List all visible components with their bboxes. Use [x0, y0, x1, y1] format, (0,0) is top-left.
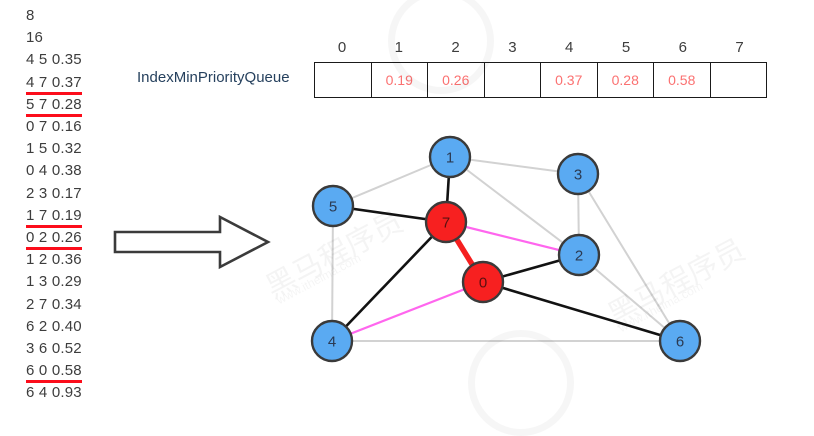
graph-edge-4-0 [330, 280, 485, 343]
edge-list-line-text: 4 5 0.35 [26, 51, 82, 69]
edge-list-line-text: 6 0 0.58 [26, 363, 82, 384]
graph-edge-5-4 [331, 205, 334, 342]
pq-index-1: 1 [394, 39, 403, 56]
edge-list-line-text: 8 [26, 7, 35, 24]
pq-cell-6[interactable]: 0.58 [653, 62, 711, 98]
pq-cell-0[interactable] [314, 62, 372, 98]
pq-index-4: 4 [565, 39, 574, 56]
edge-list-line: 1 7 0.19 [26, 208, 82, 228]
pq-label: IndexMinPriorityQueue [137, 69, 290, 86]
edge-list-line: 0 2 0.26 [26, 230, 82, 250]
edge-list-line: 4 7 0.37 [26, 75, 82, 95]
graph-node-label: 0 [479, 275, 487, 292]
graph-node-2[interactable]: 2 [557, 233, 601, 277]
edge-list-line-text: 16 [26, 29, 44, 47]
graph-node-1[interactable]: 1 [428, 135, 472, 179]
graph-node-circle [658, 319, 702, 363]
graph-node-label: 7 [442, 215, 450, 232]
edge-list-line-text: 1 3 0.29 [26, 273, 82, 291]
edge-list-line: 1 5 0.32 [26, 141, 82, 158]
graph-edge-3-6 [577, 173, 681, 342]
pq-index-5: 5 [621, 39, 631, 56]
edge-list-line-text: 4 7 0.37 [26, 75, 82, 95]
edge-list-line: 0 7 0.16 [26, 119, 82, 136]
edge-list-line-text: 1 5 0.32 [26, 140, 82, 158]
graph-node-circle [461, 260, 505, 304]
edge-list-line-text: 1 2 0.36 [26, 251, 82, 269]
pq-index-3: 3 [508, 39, 517, 56]
pq-index-row: 0 1 2 3 4 5 6 7 [314, 39, 770, 59]
edge-list-line-text: 6 4 0.93 [26, 384, 82, 402]
graph-node-label: 2 [575, 248, 583, 265]
pq-index-6: 6 [678, 39, 687, 56]
edge-list-line: 6 0 0.58 [26, 363, 82, 384]
edge-list-line-text: 2 7 0.34 [26, 295, 82, 313]
graph-node-5[interactable]: 5 [311, 184, 355, 228]
graph-node-0[interactable]: 0 [461, 260, 505, 304]
graph-node-circle [310, 319, 354, 363]
edge-list-line-text: 3 6 0.52 [26, 340, 82, 357]
edge-list-line-text: 0 4 0.38 [26, 162, 82, 180]
graph-node-label: 1 [446, 150, 454, 167]
edge-list-line-text: 2 3 0.17 [26, 184, 82, 202]
graph-node-label: 4 [328, 334, 336, 351]
edge-list-line: 5 7 0.28 [26, 97, 82, 117]
edge-list-line: 2 7 0.34 [26, 297, 82, 314]
graph-node-7[interactable]: 7 [424, 200, 468, 244]
edge-list-line: 0 4 0.38 [26, 163, 82, 180]
pq-cell-3[interactable] [483, 62, 541, 98]
edge-list-line: 6 4 0.93 [26, 385, 82, 402]
right-arrow-icon [113, 214, 271, 270]
pq-cell-1[interactable]: 0.19 [370, 62, 428, 98]
edge-list-line: 1 3 0.29 [26, 274, 82, 291]
graph-edge-2-6 [578, 254, 681, 342]
edge-list-line: 2 3 0.17 [26, 186, 82, 203]
graph-node-circle [556, 152, 600, 196]
edge-list-line: 16 [26, 30, 43, 47]
graph-node-circle [311, 184, 355, 228]
edge-list-line: 4 5 0.35 [26, 52, 82, 69]
graph-edges [330, 155, 682, 343]
graph-edge-7-2 [444, 220, 581, 257]
graph-node-6[interactable]: 6 [658, 319, 702, 363]
pq-index-7: 7 [735, 39, 744, 56]
graph-node-label: 6 [676, 334, 684, 351]
graph-node-3[interactable]: 3 [556, 152, 600, 196]
graph-node-circle [424, 200, 468, 244]
graph-edge-1-2 [449, 156, 580, 256]
edge-list-line: 1 2 0.36 [26, 252, 82, 269]
pq-cell-7[interactable] [709, 62, 767, 98]
edge-list-line-text: 1 7 0.19 [26, 208, 82, 228]
edge-list-line: 8 [26, 8, 35, 25]
edge-list-line-text: 0 7 0.16 [26, 118, 82, 135]
edge-list-line-text: 0 2 0.26 [26, 230, 82, 250]
graph-node-circle [428, 135, 472, 179]
graph-edge-1-3 [449, 156, 579, 175]
pq-cell-4[interactable]: 0.37 [540, 62, 598, 98]
pq-index-2: 2 [451, 39, 460, 56]
graph-node-label: 5 [329, 199, 337, 216]
graph-nodes: 0 1 2 3 4 5 6 7 [310, 135, 702, 363]
edge-list-line: 3 6 0.52 [26, 341, 82, 358]
graph-edge-0-6 [481, 280, 682, 343]
edge-list-line-text: 6 2 0.40 [26, 317, 82, 335]
graph-node-4[interactable]: 4 [310, 319, 354, 363]
flow-arrow [112, 212, 272, 277]
pq-cell-5[interactable]: 0.28 [596, 62, 654, 98]
edge-list-line: 6 2 0.40 [26, 319, 82, 336]
edge-list-line-text: 5 7 0.28 [26, 97, 82, 117]
graph-node-label: 3 [574, 167, 582, 184]
graph-node-circle [557, 233, 601, 277]
pq-index-0: 0 [337, 39, 347, 56]
graph-edge-4-7 [330, 220, 448, 343]
